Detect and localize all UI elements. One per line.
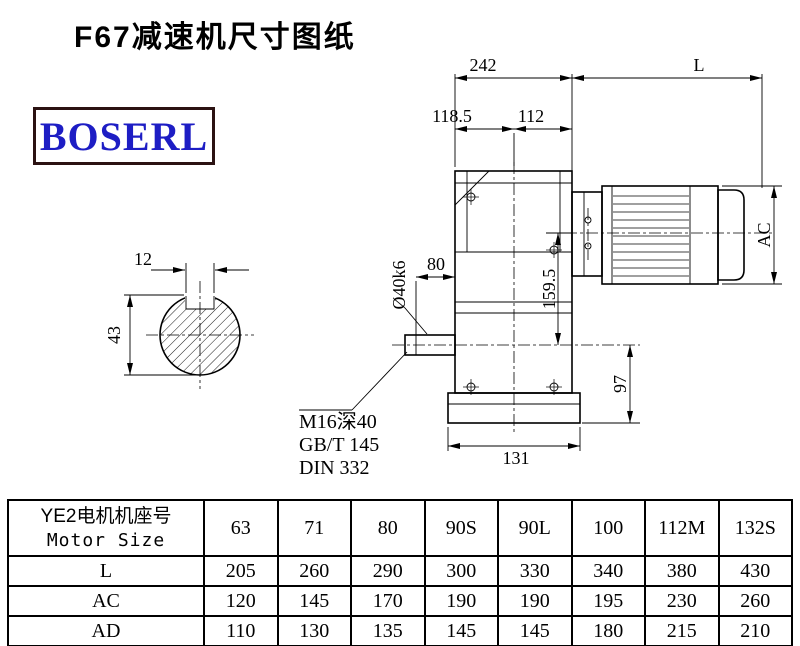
note-m16: M16深40 [299,410,377,433]
header-cn: YE2电机机座号 [40,505,172,527]
shaft-diameter-label: Ø40k6 [389,261,409,310]
value-cell: 300 [423,555,499,587]
note-din: DIN 332 [299,457,370,479]
value-cell: 195 [570,585,646,617]
value-cell: 260 [276,555,352,587]
table-header-row: YE2电机机座号 Motor Size 63 71 80 90S 90L 100… [7,499,793,557]
value-cell: 380 [644,555,720,587]
motor-size-cell: 132S [717,499,793,557]
motor-body [601,185,719,285]
value-cell: 340 [570,555,646,587]
value-cell: 190 [423,585,499,617]
dim-80-label: 80 [427,254,445,274]
motor-size-cell: 112M [644,499,720,557]
shaft-cross-section [146,281,254,389]
value-cell: 170 [350,585,426,617]
value-cell: 120 [203,585,279,617]
value-cell: 180 [570,615,646,646]
page-title: F67减速机尺寸图纸 [74,21,356,54]
value-cell: 260 [717,585,793,617]
value-cell: 205 [203,555,279,587]
note-gbt: GB/T 145 [299,434,379,456]
value-cell: 290 [350,555,426,587]
dim-43-label: 43 [104,326,124,344]
table-row-AD: AD 110 130 135 145 145 180 215 210 [7,615,793,646]
bottom-dimension: 131 [447,427,581,468]
value-cell: 430 [717,555,793,587]
top-dimensions: 242 L 118.5 112 [432,55,763,188]
value-cell: 110 [203,615,279,646]
keyway-width-dimension: 12 [134,249,249,293]
gearbox-technical-drawing: 12 43 [104,55,782,479]
row-label: L [7,555,205,587]
fan-cover [717,189,745,281]
value-cell: 145 [423,615,499,646]
motor-size-header-cell: YE2电机机座号 Motor Size [7,499,205,557]
value-cell: 330 [497,555,573,587]
motor-size-cell: 90L [497,499,573,557]
value-cell: 190 [497,585,573,617]
dim-131-label: 131 [503,448,530,468]
row-label: AC [7,585,205,617]
motor-size-cell: 90S [423,499,499,557]
dim-L-label: L [694,55,705,75]
thread-notes: M16深40 GB/T 145 DIN 332 [299,351,408,479]
motor-size-cell: 71 [276,499,352,557]
motor-size-cell: 63 [203,499,279,557]
dim-97-label: 97 [610,375,630,393]
value-cell: 135 [350,615,426,646]
header-en: Motor Size [46,529,166,551]
vertical-dimensions: 159.5 97 AC [539,185,782,424]
motor-dimension-table: YE2电机机座号 Motor Size 63 71 80 90S 90L 100… [7,499,793,646]
value-cell: 230 [644,585,720,617]
dim-12-label: 12 [134,249,152,269]
dim-118-5-label: 118.5 [432,106,472,126]
shaft-height-dimension: 43 [104,294,198,376]
value-cell: 130 [276,615,352,646]
dim-242-label: 242 [470,55,497,75]
dim-AC-label: AC [754,222,774,247]
shaft-dimensions: 80 Ø40k6 [389,254,455,355]
value-cell: 145 [497,615,573,646]
value-cell: 210 [717,615,793,646]
motor-size-cell: 100 [570,499,646,557]
value-cell: 145 [276,585,352,617]
boserl-logo: BOSERL [33,107,215,165]
value-cell: 215 [644,615,720,646]
motor-flange [571,191,603,277]
table-row-L: L 205 260 290 300 330 340 380 430 [7,555,793,587]
motor [565,185,772,285]
row-label: AD [7,615,205,646]
boserl-logo-text: BOSERL [39,113,209,159]
table-row-AC: AC 120 145 170 190 190 195 230 260 [7,585,793,617]
dim-112-label: 112 [518,106,544,126]
dim-159-5-label: 159.5 [539,269,559,310]
motor-size-cell: 80 [350,499,426,557]
